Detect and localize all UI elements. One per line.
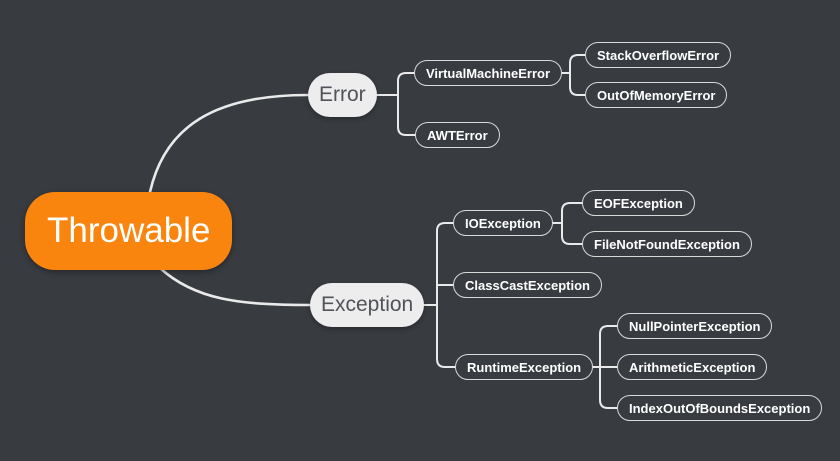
node-awt-error[interactable]: AWTError — [415, 122, 500, 148]
edge-throwable-error — [148, 93, 310, 194]
edge-exception-ioexception — [436, 222, 454, 306]
node-io-exception[interactable]: IOException — [453, 210, 553, 236]
node-virtual-machine-error[interactable]: VirtualMachineError — [414, 60, 563, 86]
node-out-of-memory-error[interactable]: OutOfMemoryError — [585, 82, 728, 108]
node-eof-exception[interactable]: EOFException — [582, 190, 695, 216]
node-error[interactable]: Error — [308, 73, 377, 117]
edge-runtimeexception-indexoutofboundsexception — [599, 366, 618, 409]
node-stack-overflow-error[interactable]: StackOverflowError — [585, 42, 732, 68]
node-index-out-of-bounds-exception[interactable]: IndexOutOfBoundsException — [617, 395, 823, 421]
node-null-pointer-exception[interactable]: NullPointerException — [617, 313, 773, 339]
edge-throwable-exception — [158, 266, 312, 307]
edge-error-virtualmachineerror — [397, 72, 416, 96]
node-throwable[interactable]: Throwable — [25, 192, 233, 270]
edge-exception-runtimeexception — [436, 304, 456, 368]
node-class-cast-exception[interactable]: ClassCastException — [453, 272, 602, 298]
node-runtime-exception[interactable]: RuntimeException — [455, 354, 594, 380]
edge-ioexception-filenotfoundexception — [561, 222, 583, 245]
edge-error-awterror — [397, 94, 416, 136]
node-exception[interactable]: Exception — [310, 283, 425, 327]
edge-runtimeexception-nullpointerexception — [599, 325, 618, 368]
node-arithmetic-exception[interactable]: ArithmeticException — [617, 354, 768, 380]
edge-ioexception-eofexception — [561, 202, 583, 224]
edge-virtualmachineerror-outofmemoryerror — [569, 72, 586, 96]
node-file-not-found-exception[interactable]: FileNotFoundException — [582, 231, 752, 257]
edge-virtualmachineerror-stackoverflowerror — [569, 54, 586, 74]
